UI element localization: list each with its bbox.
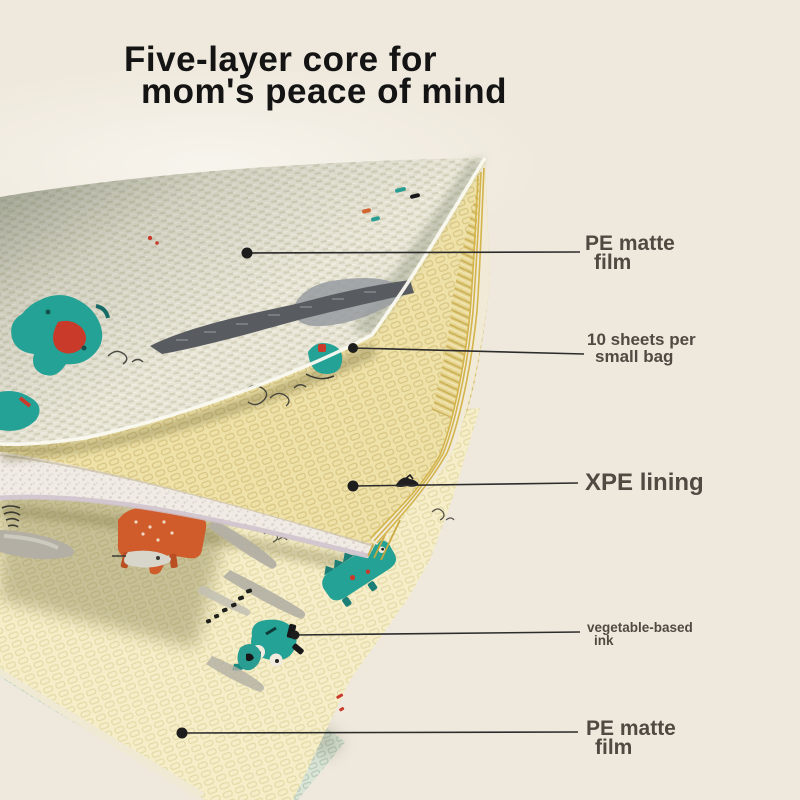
title-line-2: mom's peace of mind — [141, 72, 507, 111]
teal-bird-print — [237, 644, 261, 671]
connector-pe-bottom — [181, 731, 579, 734]
top-sheet-artwork — [0, 187, 420, 431]
callout-dots — [176, 247, 359, 739]
pe-matte-film-top-sheet — [0, 157, 487, 446]
page-title: Five-layer core for mom's peace of mind — [124, 40, 604, 111]
connector-veg-ink — [294, 631, 581, 636]
label-xpe-lining: XPE lining — [585, 469, 704, 496]
teal-dragon-print — [0, 295, 110, 431]
connector-pe-top — [246, 251, 581, 254]
grey-fish-print — [112, 550, 171, 568]
printed-sheet-artwork — [0, 505, 455, 712]
foam-core-edge — [0, 452, 401, 561]
title-line-1: Five-layer core for — [124, 40, 437, 79]
label-vegetable-ink: vegetable-based ink — [587, 620, 693, 648]
callout-connectors — [181, 251, 585, 734]
label-pe-matte-film-top: PE matte film — [585, 232, 675, 274]
label-pe-matte-film-bottom: PE matte film — [586, 717, 676, 759]
connector-xpe — [352, 482, 579, 487]
connector-sheets — [352, 347, 585, 355]
label-sheets-per-bag: 10 sheets per small bag — [587, 330, 696, 366]
